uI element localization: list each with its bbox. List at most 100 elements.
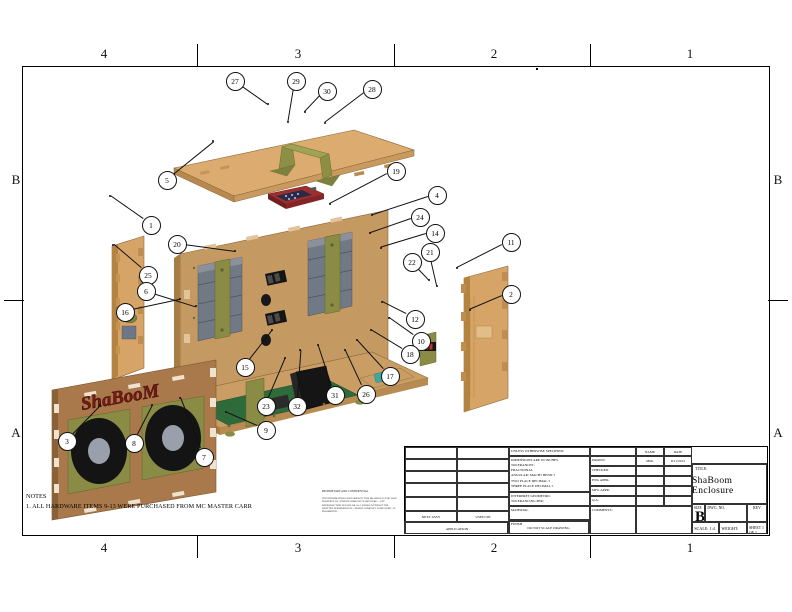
leader-dot — [108, 194, 112, 198]
balloon-callout-16: 16 — [115, 302, 135, 322]
drawing-title: ShaBoom Enclosure — [692, 476, 734, 496]
tb-rev-cell-7 — [405, 483, 457, 497]
tb-rev-cell-4 — [457, 459, 509, 471]
tb-mfg-date — [664, 486, 692, 496]
tb-size-cell: SIZE B — [692, 504, 705, 522]
zone-divider-bottom-3 — [590, 536, 592, 558]
zone-bottom-3: 3 — [294, 540, 302, 555]
tb-comments-area — [636, 506, 692, 534]
zone-right-a: A — [773, 425, 783, 440]
battery-pack-left — [197, 256, 243, 342]
balloon-callout-3: 3 — [57, 431, 77, 451]
zone-top-3: 3 — [294, 46, 302, 61]
leader-dot — [355, 338, 359, 342]
zone-left-a: A — [11, 425, 21, 440]
leader-dot — [150, 403, 154, 407]
balloon-callout-14: 14 — [425, 223, 445, 243]
tb-sheet-cell: SHEET 1 OF 1 — [747, 522, 767, 534]
part-right-panel — [461, 265, 509, 413]
balloon-callout-5: 5 — [157, 170, 177, 190]
leader-dot — [316, 343, 320, 347]
balloon-callout-27: 27 — [225, 71, 245, 91]
zone-bottom-2: 2 — [490, 540, 498, 555]
tb-scale-cell: SCALE: 1:4 — [692, 522, 719, 534]
leader-dot — [427, 278, 431, 282]
proprietary-heading: PROPRIETARY AND CONFIDENTIAL — [322, 490, 369, 493]
tb-eng-name — [636, 476, 664, 486]
balloon-callout-20: 20 — [167, 234, 187, 254]
tb-approvals-blank — [590, 447, 636, 456]
leader-dot — [387, 316, 391, 320]
tb-weight-cell: WEIGHT: — [719, 522, 747, 534]
zone-divider-bottom-1 — [197, 536, 199, 558]
tb-rev-cell-1 — [405, 447, 457, 459]
balloon-callout-7: 7 — [194, 447, 214, 467]
leader-dot — [298, 348, 302, 352]
leader-dot — [283, 356, 287, 360]
part-handles — [269, 143, 341, 187]
tb-checked-name — [636, 466, 664, 476]
tb-title-top-blank — [692, 447, 767, 464]
balloon-callout-10: 10 — [411, 331, 431, 351]
tb-name-col: NAME — [636, 447, 664, 456]
battery-pack-right — [307, 231, 353, 317]
tb-application-box — [404, 521, 508, 534]
tb-eng-date — [664, 476, 692, 486]
balloon-callout-15: 15 — [235, 357, 255, 377]
tb-rev-cell-9 — [405, 497, 457, 511]
balloon-callout-6: 6 — [136, 281, 156, 301]
balloon-callout-23: 23 — [256, 396, 276, 416]
bill-of-materials: ITEM NO. QTY. PART NO. DESCRIPTION 11Lef… — [536, 68, 538, 70]
leader-dot — [435, 284, 439, 288]
leader-dot — [286, 120, 290, 124]
balloon-callout-12: 12 — [405, 309, 425, 329]
tb-tolerances: DIMENSIONS ARE IN INCHES TOLERANCES: FRA… — [509, 456, 590, 492]
tb-title-cell: TITLE: — [692, 464, 767, 504]
drawing-frame — [22, 66, 770, 536]
balloon-callout-24: 24 — [410, 207, 430, 227]
zone-left-b: B — [11, 172, 21, 187]
leader-dot — [303, 110, 307, 114]
leader-dot — [368, 231, 372, 235]
proprietary-note: THE INFORMATION CONTAINED IN THIS DRAWIN… — [322, 497, 400, 531]
leader-dot — [328, 202, 332, 206]
tb-rev-cell-10 — [457, 497, 509, 511]
tb-eng-appr: ENG APPR. — [590, 476, 636, 486]
balloon-callout-32: 32 — [287, 396, 307, 416]
leader-dot — [370, 213, 374, 217]
proprietary-body: THE INFORMATION CONTAINED IN THIS DRAWIN… — [322, 497, 397, 513]
tb-qa-name — [636, 496, 664, 506]
leader-dot — [468, 308, 472, 312]
zone-top-2: 2 — [490, 46, 498, 61]
leader-dot — [233, 249, 237, 253]
leader-dot — [379, 246, 383, 250]
balloon-callout-4: 4 — [427, 185, 447, 205]
tb-comments: COMMENTS: — [590, 506, 636, 534]
leader-dot — [380, 300, 384, 304]
tb-checked: CHECKED — [590, 466, 636, 476]
tb-qa-date — [664, 496, 692, 506]
tb-date-col: DATE — [664, 447, 692, 456]
tb-rev-cell-5 — [405, 471, 457, 483]
balloon-callout-21: 21 — [420, 242, 440, 262]
part-walkman — [267, 185, 325, 209]
tb-interpret-geo: INTERPRET GEOMETRIC TOLERANCING PER: — [509, 492, 590, 506]
tb-mfg-name — [636, 486, 664, 496]
tb-do-not-scale-box: DO NOT SCALE DRAWING — [508, 521, 589, 534]
notes-line-1: 1. ALL HARDWARE ITEMS 9-13 WERE PURCHASE… — [26, 502, 252, 510]
balloon-callout-31: 31 — [325, 385, 345, 405]
leader-dot — [224, 410, 228, 414]
leader-dot — [194, 304, 198, 308]
balloon-callout-19: 19 — [386, 161, 406, 181]
tb-rev-cell: REV — [747, 504, 767, 522]
leader-dot — [178, 297, 182, 301]
zone-divider-top-1 — [197, 44, 199, 66]
balloon-callout-1: 1 — [141, 215, 161, 235]
zone-divider-right — [768, 300, 788, 302]
balloon-callout-11: 11 — [501, 232, 521, 252]
leader-dot — [270, 328, 274, 332]
balloon-callout-26: 26 — [356, 384, 376, 404]
leader-dot — [343, 348, 347, 352]
